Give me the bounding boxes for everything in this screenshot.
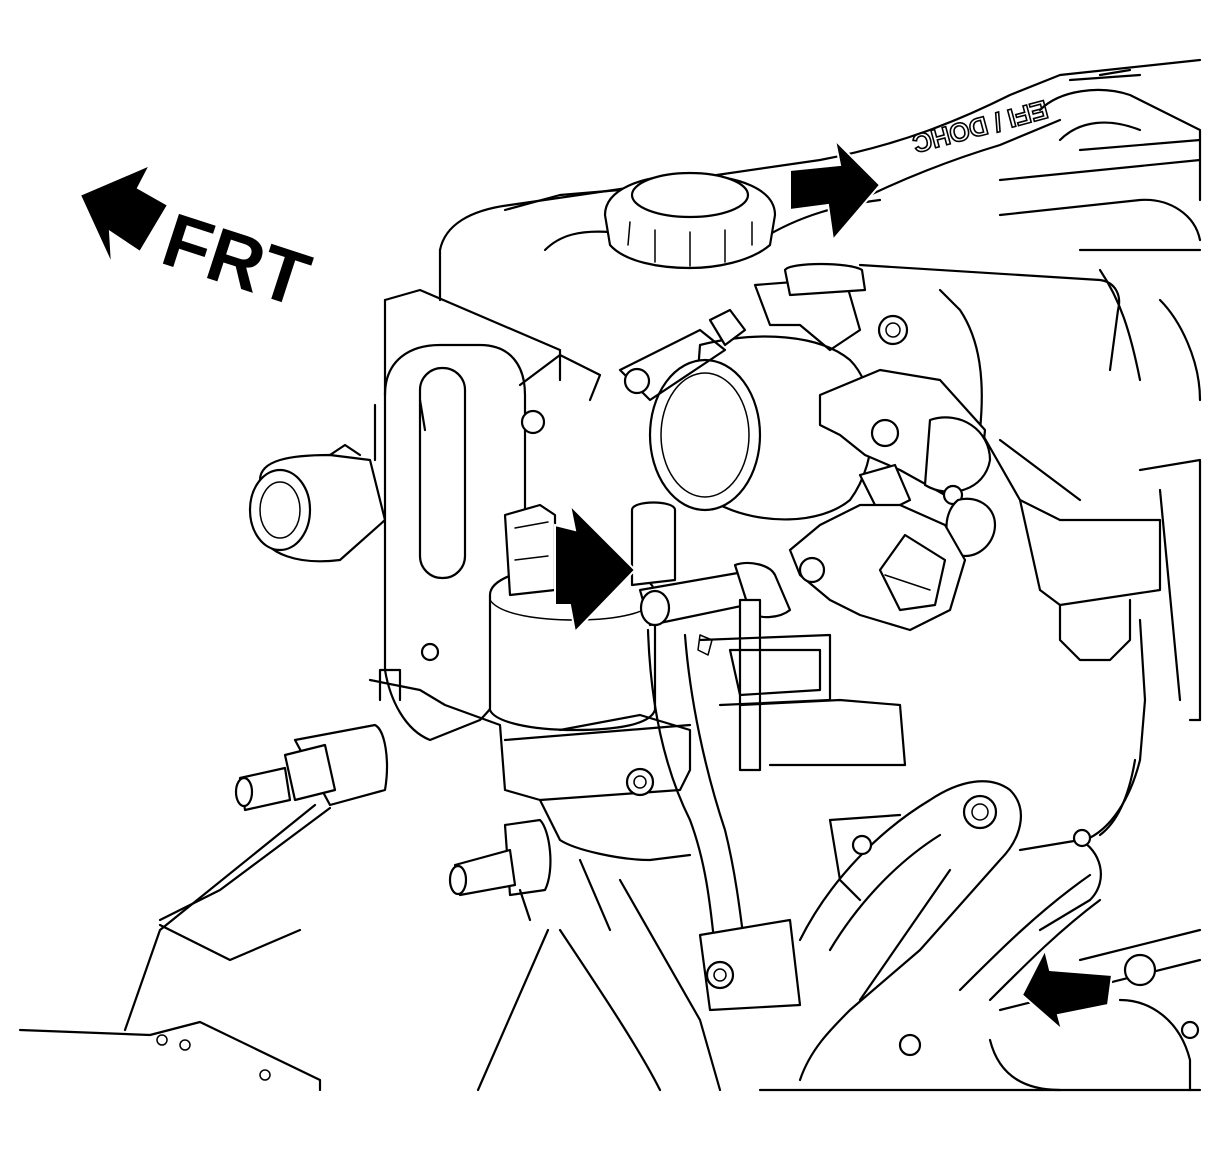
intake-runners [998, 88, 1202, 722]
egr-valve [488, 501, 792, 772]
valve-cover-engraving: EFI / DOHC [909, 94, 1051, 159]
lower-housing [368, 633, 907, 862]
lower-bracket [798, 780, 1022, 1082]
oil-filler-cap [603, 171, 777, 270]
arrow-down-icon [789, 136, 882, 243]
coolant-outlet [248, 443, 387, 563]
center-stud-fitting [448, 818, 552, 1092]
egr-tube [646, 628, 802, 1012]
arrow-right-icon [554, 501, 637, 635]
left-stud-fitting [123, 723, 389, 1032]
throttle-body [618, 262, 909, 521]
intake-manifold-frame [858, 263, 1162, 662]
front-label: FRT [153, 197, 320, 323]
arrow-left-icon [1020, 947, 1114, 1033]
front-direction-indicator: FRT [78, 162, 320, 324]
callout-arrows [554, 136, 1114, 1033]
front-arrow-icon [78, 162, 170, 266]
idle-air-control-valve [788, 503, 967, 632]
bottom-left-block [18, 1020, 322, 1092]
throttle-position-sensor [818, 368, 997, 558]
lower-right-pipe [758, 618, 1202, 1092]
engine-block-lines [558, 634, 1202, 1092]
